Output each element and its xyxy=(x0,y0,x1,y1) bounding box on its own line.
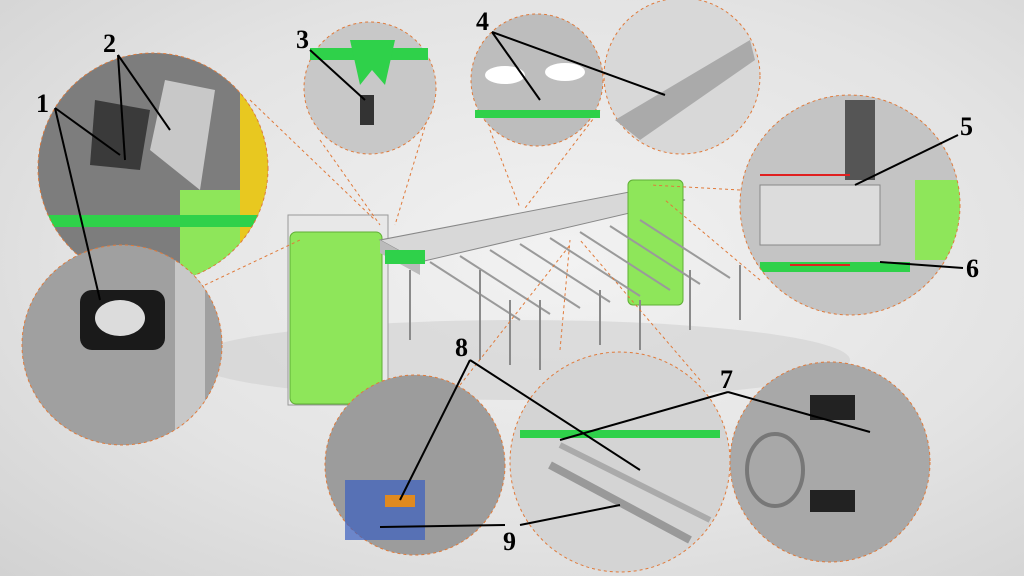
left-green-cabinet xyxy=(289,231,383,405)
callout-5: 5 xyxy=(960,112,973,141)
callout-3: 3 xyxy=(296,25,309,54)
detail-circle-motor xyxy=(739,94,961,316)
right-green-cabinet xyxy=(627,179,684,306)
callout-2: 2 xyxy=(103,29,116,58)
green-belt xyxy=(385,250,425,264)
machine-main-view xyxy=(190,179,850,406)
hanger-rods xyxy=(429,219,731,321)
leader-lines xyxy=(54,31,964,528)
callout-7: 7 xyxy=(720,365,733,394)
detail-circle-sensor-top xyxy=(37,52,269,284)
support-legs xyxy=(409,265,741,370)
detail-circle-belt-hooks xyxy=(470,13,604,147)
callout-6: 6 xyxy=(966,254,979,283)
detail-circle-bracket xyxy=(729,361,931,563)
detail-circle-hanger-bars xyxy=(509,351,731,573)
detail-circle-hook xyxy=(303,21,437,155)
callout-9: 9 xyxy=(503,527,516,556)
zoom-connectors xyxy=(204,99,761,386)
detail-circle-sensor-lens xyxy=(21,244,223,446)
callout-4: 4 xyxy=(476,7,489,36)
detail-circle-sensor-8 xyxy=(324,374,506,556)
callout-1: 1 xyxy=(36,89,49,118)
callout-8: 8 xyxy=(455,333,468,362)
detail-circle-rail-view xyxy=(603,0,761,155)
